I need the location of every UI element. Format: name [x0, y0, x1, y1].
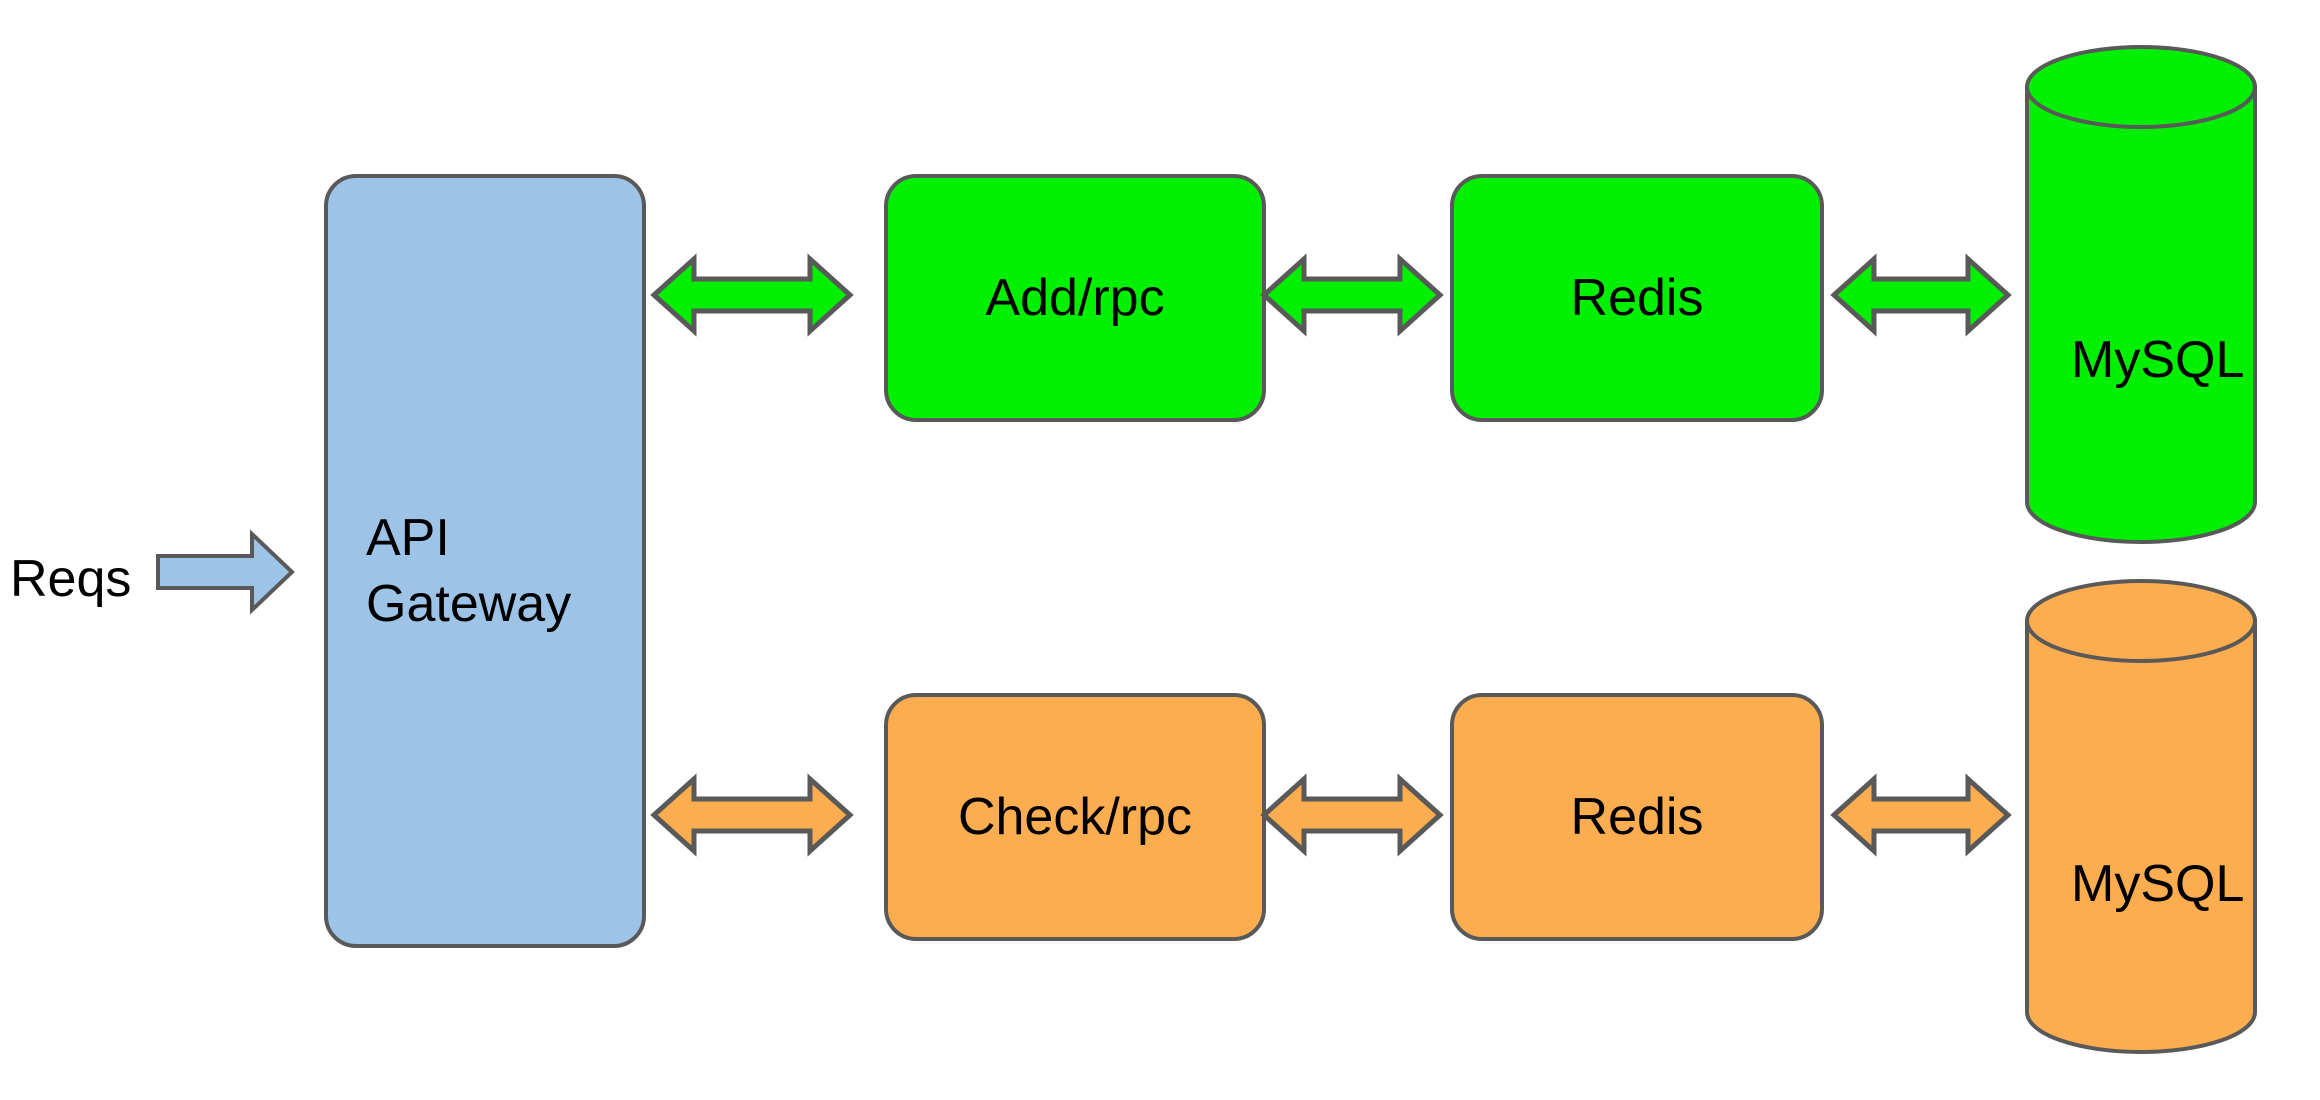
connector-gateway-to-add-rpc [650, 253, 854, 337]
connector-add-redis-to-mysql [1830, 253, 2012, 337]
add-mysql-node[interactable] [2025, 45, 2257, 544]
add-rpc-node[interactable] [884, 174, 1266, 422]
connector-add-rpc-to-redis [1260, 253, 1444, 337]
connector-gateway-to-check-rpc [650, 773, 854, 857]
add-redis-node[interactable] [1450, 174, 1824, 422]
api-gateway-node[interactable] [324, 174, 646, 948]
connector-check-redis-to-mysql [1830, 773, 2012, 857]
check-redis-node[interactable] [1450, 693, 1824, 941]
check-mysql-node[interactable] [2025, 579, 2257, 1054]
check-rpc-node[interactable] [884, 693, 1266, 941]
connector-check-rpc-to-redis [1260, 773, 1444, 857]
reqs-inbound-arrow [156, 529, 295, 615]
